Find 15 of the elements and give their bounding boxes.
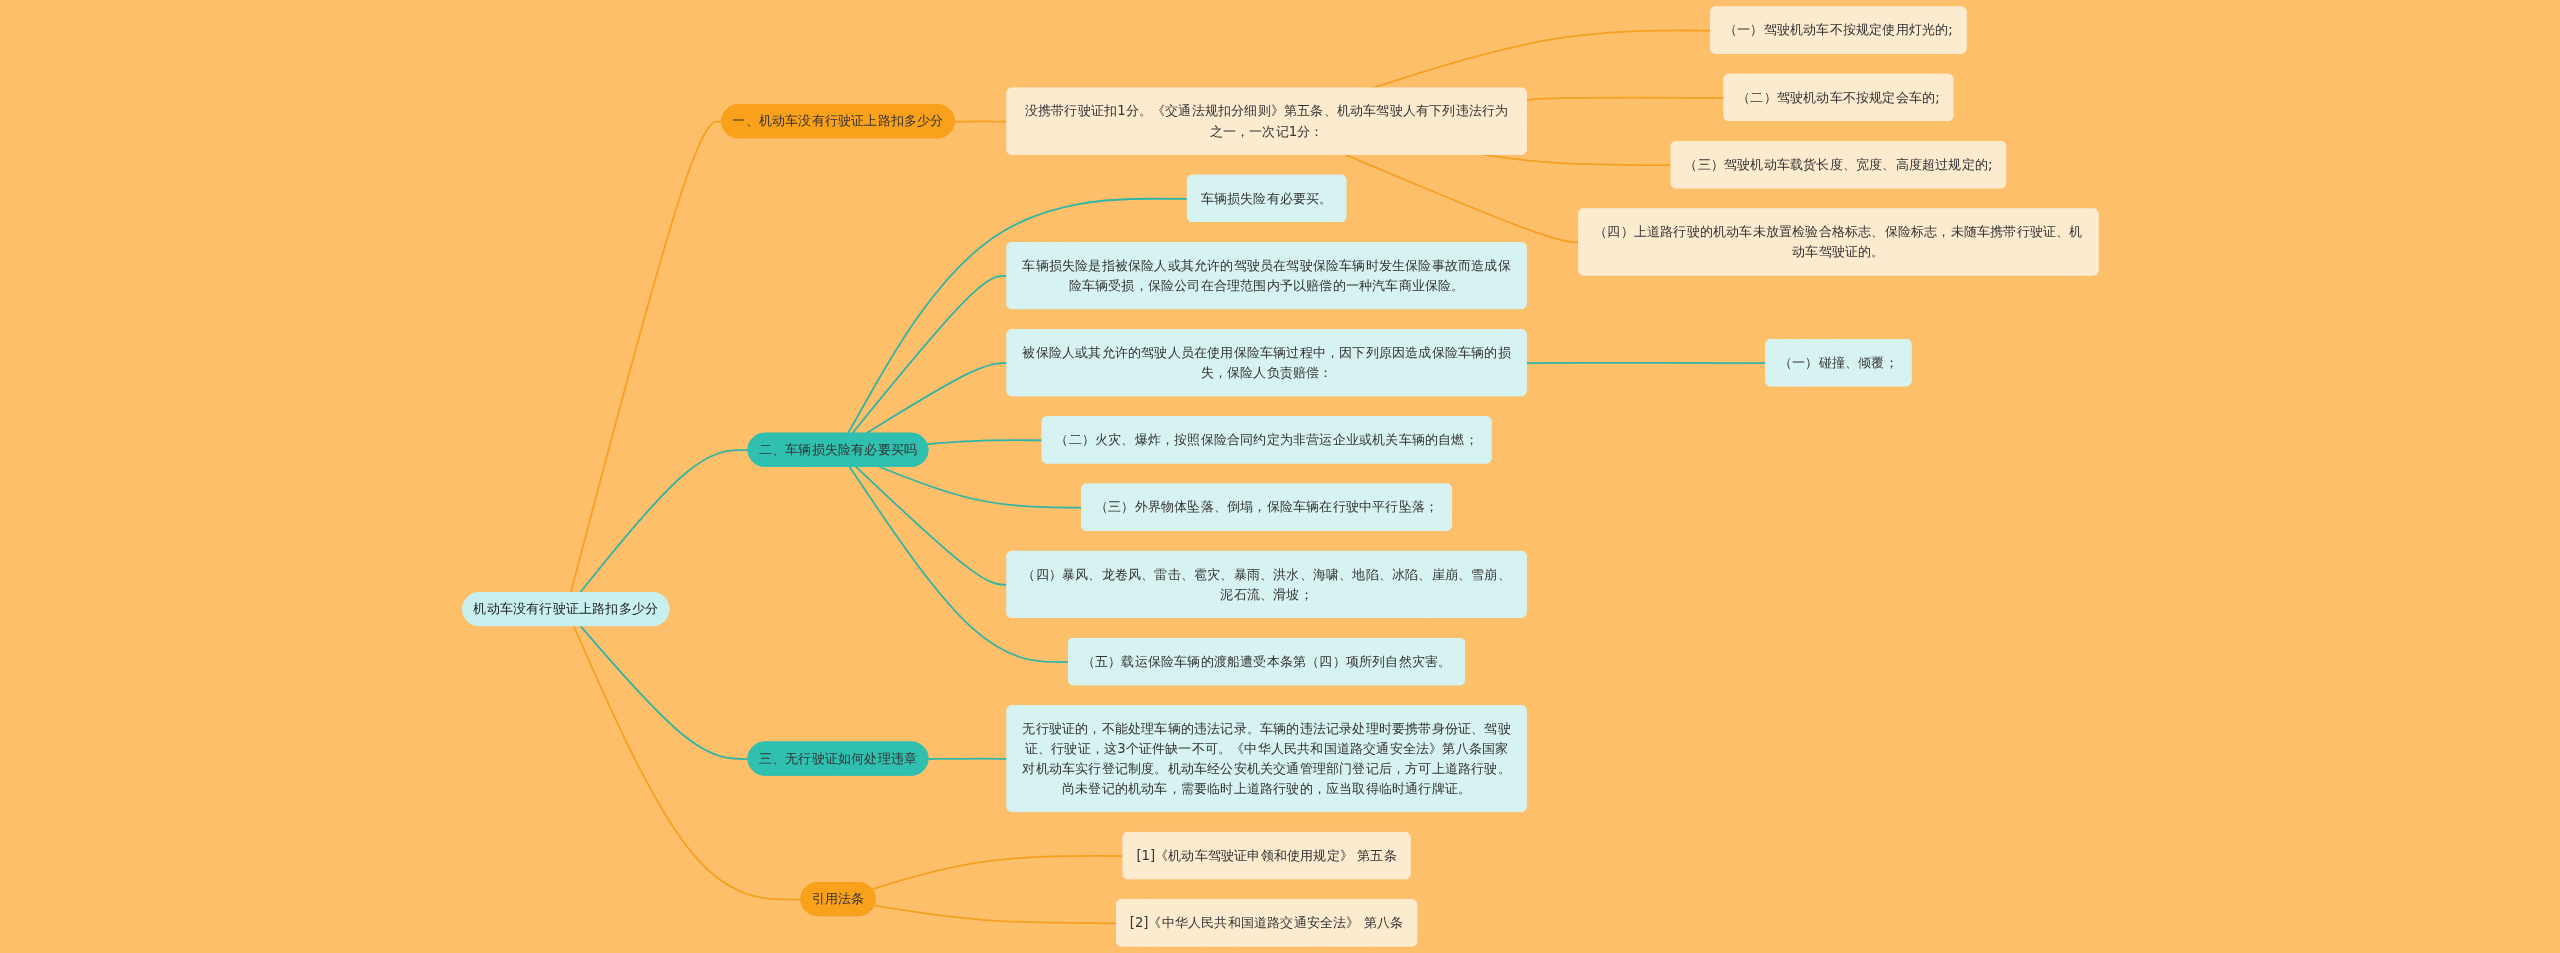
connector xyxy=(569,120,723,594)
connector xyxy=(1343,153,1580,244)
connector xyxy=(953,120,1008,123)
connector xyxy=(927,757,1008,760)
connector xyxy=(579,625,750,760)
connector xyxy=(846,197,1189,435)
connector xyxy=(1525,96,1725,101)
connector xyxy=(873,904,1118,925)
connector xyxy=(850,275,1008,435)
connector xyxy=(572,625,802,901)
connector xyxy=(1525,361,1767,364)
connector xyxy=(854,465,1008,586)
connector xyxy=(864,362,1008,435)
connector xyxy=(878,465,1083,509)
connector xyxy=(848,465,1070,663)
